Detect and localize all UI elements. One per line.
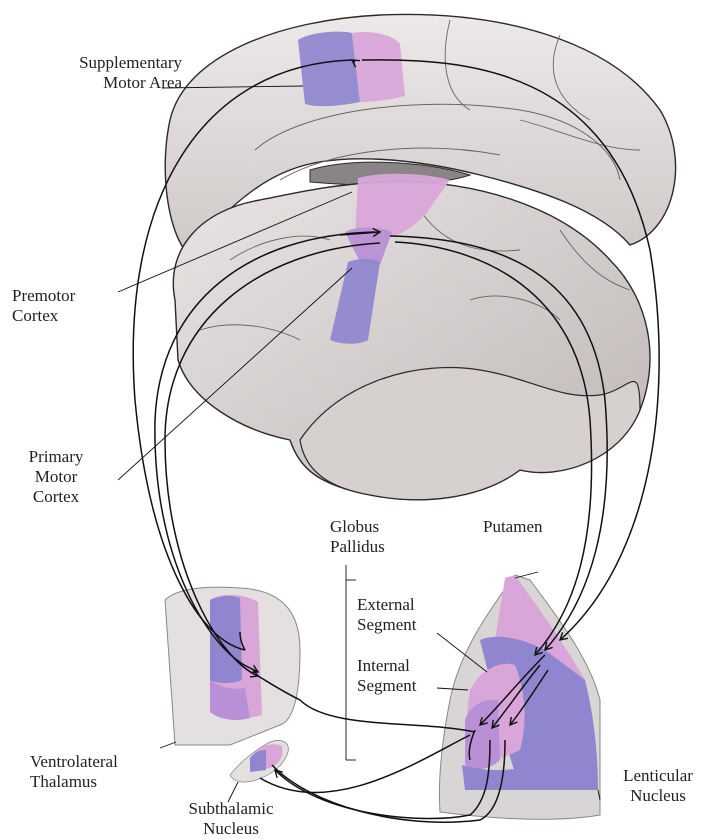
label-line: Segment [357,615,417,635]
label-supplementary-motor-area: Supplementary Motor Area [24,53,182,93]
label-line: Ventrolateral [30,752,118,772]
label-globus-pallidus: Globus Pallidus [330,517,385,557]
subthalamic-nucleus-region [230,740,288,782]
label-internal-segment: Internal Segment [357,656,417,696]
label-line: Primary [8,447,104,467]
label-ventrolateral-thalamus: Ventrolateral Thalamus [30,752,118,792]
label-line: Motor Area [24,73,182,93]
label-line: Premotor [12,286,75,306]
label-lenticular-nucleus: Lenticular Nucleus [608,766,708,806]
label-line: Cortex [12,306,75,326]
label-line: External [357,595,417,615]
label-line: Motor [8,467,104,487]
label-line: Cortex [8,487,104,507]
label-line: Subthalamic [176,799,286,819]
label-premotor-cortex: Premotor Cortex [12,286,75,326]
ventrolateral-thalamus-region [165,587,300,745]
label-line: Nucleus [176,819,286,839]
label-line: Supplementary [24,53,182,73]
label-subthalamic-nucleus: Subthalamic Nucleus [176,799,286,839]
label-line: Globus [330,517,385,537]
lateral-hemisphere [173,182,650,500]
supplementary-motor-area-region [298,32,405,107]
label-line: Thalamus [30,772,118,792]
label-putamen: Putamen [483,517,543,537]
label-line: Internal [357,656,417,676]
label-line: Lenticular [608,766,708,786]
label-line: Putamen [483,517,543,537]
label-line: Segment [357,676,417,696]
lenticular-nucleus-region [439,575,600,819]
label-line: Nucleus [608,786,708,806]
label-line: Pallidus [330,537,385,557]
label-external-segment: External Segment [357,595,417,635]
label-primary-motor-cortex: Primary Motor Cortex [8,447,104,507]
